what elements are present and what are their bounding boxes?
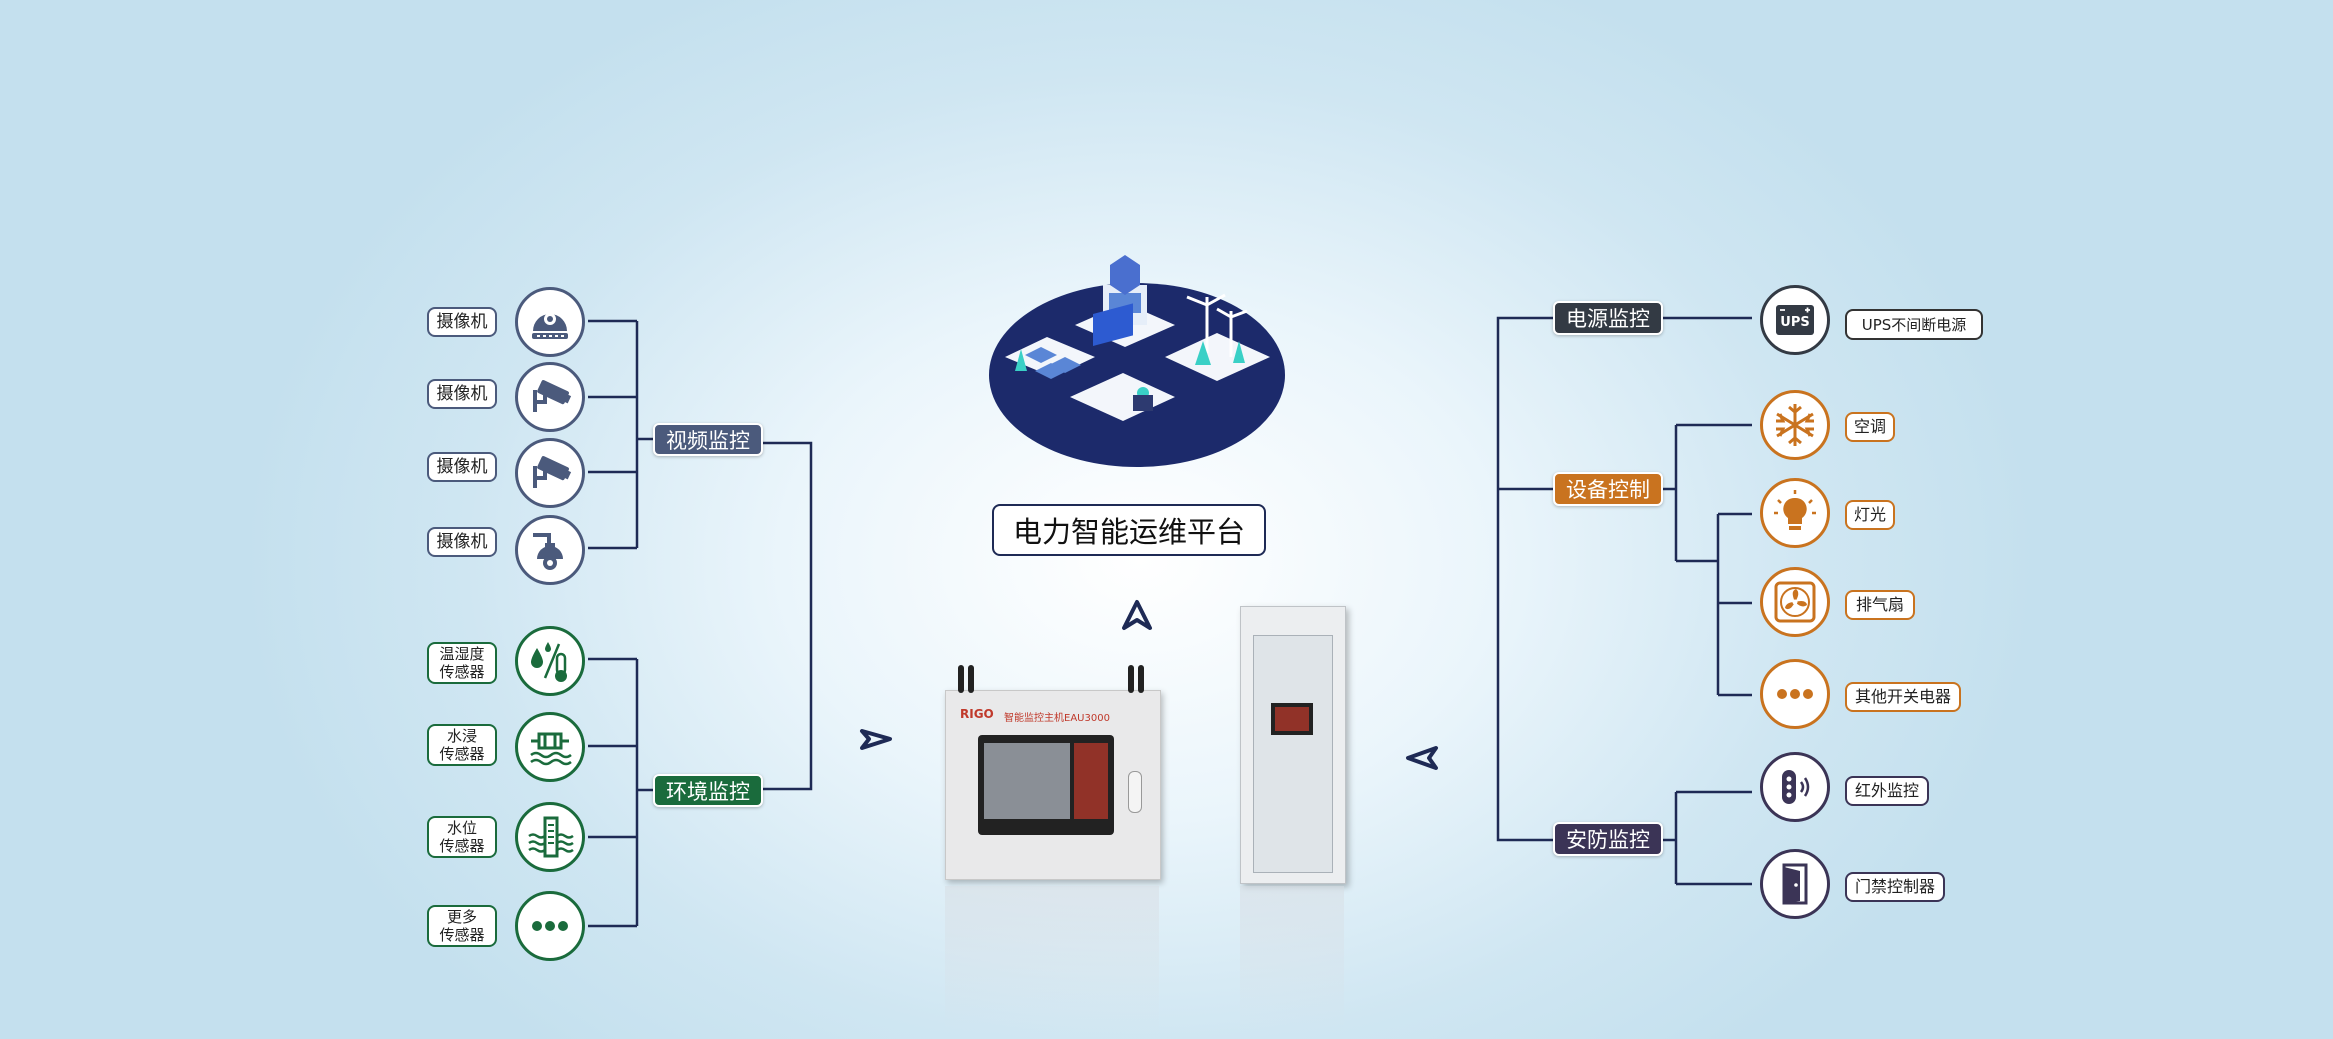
category-env: 环境监控 — [653, 774, 763, 807]
cabinet-screen — [1271, 703, 1313, 735]
power-item-label: UPS不间断电源 — [1845, 309, 1983, 340]
cabinet-reflection — [1240, 886, 1344, 1036]
host-screen — [978, 735, 1114, 835]
door-icon — [1760, 849, 1830, 919]
category-video: 视频监控 — [653, 423, 763, 456]
antenna — [968, 665, 974, 693]
ptz-camera-icon — [515, 515, 585, 585]
category-device: 设备控制 — [1553, 472, 1663, 506]
category-power: 电源监控 — [1553, 301, 1663, 335]
infrared-icon — [1760, 752, 1830, 822]
device-item-label: 空调 — [1845, 412, 1895, 442]
video-item-label: 摄像机 — [427, 452, 497, 482]
antenna — [958, 665, 964, 693]
lightbulb-icon — [1760, 478, 1830, 548]
more-icon — [1760, 659, 1830, 729]
water-level-icon — [515, 802, 585, 872]
host-reflection — [945, 886, 1159, 1036]
device-item-label: 其他开关电器 — [1845, 682, 1961, 712]
water-leak-icon — [515, 712, 585, 782]
host-label: 智能监控主机EAU3000 — [1004, 713, 1110, 724]
platform-illustration — [989, 255, 1285, 467]
bullet-camera-icon — [515, 362, 585, 432]
env-item-label: 更多 传感器 — [427, 905, 497, 947]
cabinet-door — [1253, 635, 1333, 873]
video-item-label: 摄像机 — [427, 527, 497, 557]
device-item-label: 灯光 — [1845, 500, 1895, 530]
category-security: 安防监控 — [1553, 822, 1663, 856]
host-handle — [1128, 771, 1142, 813]
ups-icon-text: UPS — [1780, 315, 1809, 330]
more-icon — [515, 891, 585, 961]
device-item-label: 排气扇 — [1845, 590, 1915, 620]
ups-icon: UPS — [1760, 285, 1830, 355]
bullet-camera-icon — [515, 438, 585, 508]
fan-icon — [1760, 567, 1830, 637]
video-item-label: 摄像机 — [427, 379, 497, 409]
flow-arrows — [860, 600, 1438, 770]
env-item-label: 温湿度 传感器 — [427, 642, 497, 684]
platform-title: 电力智能运维平台 — [992, 504, 1266, 556]
dome-camera-icon — [515, 287, 585, 357]
antenna — [1128, 665, 1134, 693]
antenna — [1138, 665, 1144, 693]
env-item-label: 水位 传感器 — [427, 816, 497, 858]
security-item-label: 门禁控制器 — [1845, 872, 1945, 902]
env-item-label: 水浸 传感器 — [427, 724, 497, 766]
host-brand: RIGO — [960, 707, 994, 721]
snowflake-icon — [1760, 390, 1830, 460]
security-item-label: 红外监控 — [1845, 776, 1929, 806]
temperature-humidity-icon — [515, 626, 585, 696]
server-cabinet — [1240, 606, 1346, 884]
video-item-label: 摄像机 — [427, 307, 497, 337]
monitoring-host: RIGO 智能监控主机EAU3000 — [945, 690, 1161, 880]
